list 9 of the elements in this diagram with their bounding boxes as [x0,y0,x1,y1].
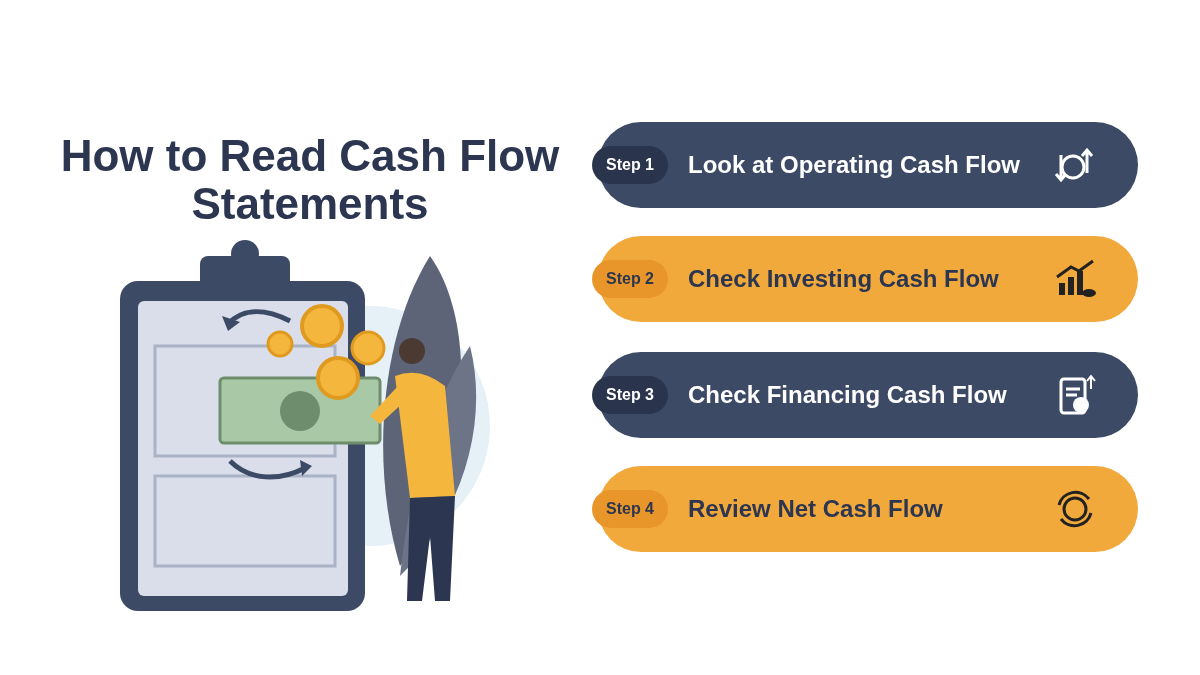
step-label: Check Financing Cash Flow [688,380,1008,410]
step-label: Check Investing Cash Flow [688,264,1000,294]
step-badge: Step 4 [592,490,668,528]
step-badge: Step 2 [592,260,668,298]
step-badge: Step 3 [592,376,668,414]
title: How to Read Cash Flow Statements [59,132,561,228]
step-badge: Step 1 [592,146,668,184]
step-label: Look at Operating Cash Flow [688,150,1022,180]
step-label: Review Net Cash Flow [688,494,944,524]
